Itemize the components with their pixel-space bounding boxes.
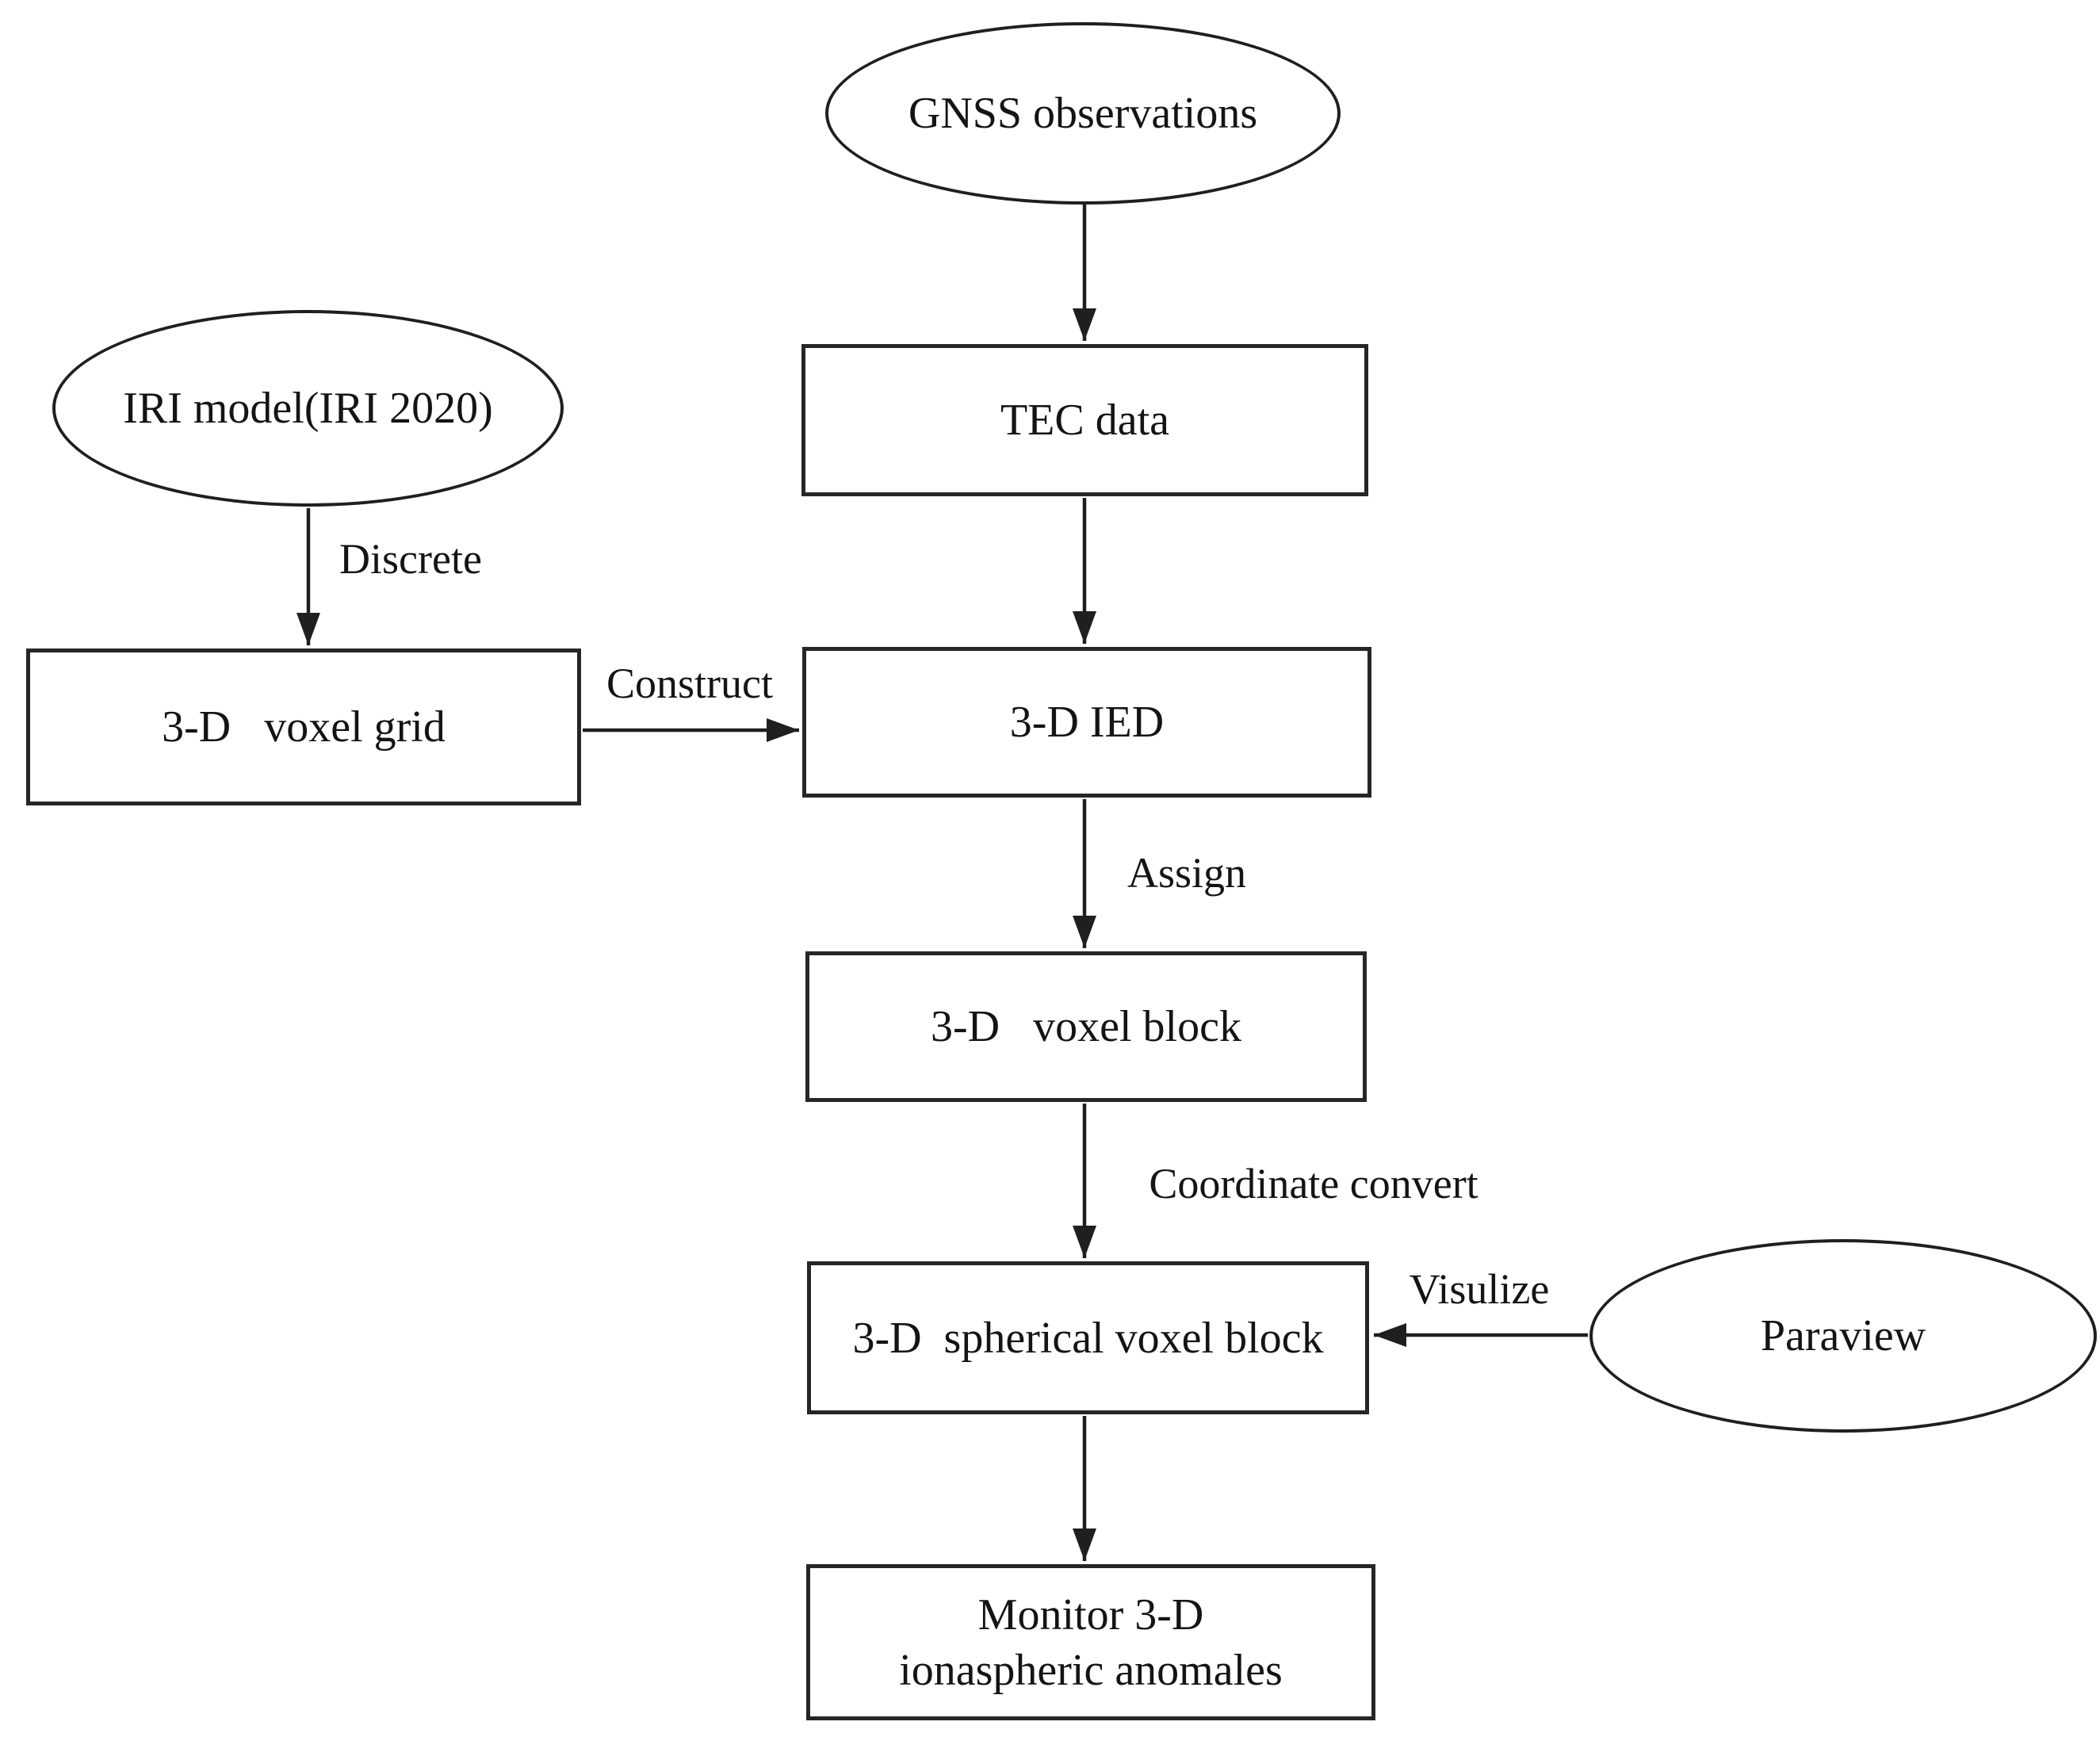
node-voxel-grid: 3-D voxel grid (26, 649, 581, 805)
edge-label-discrete: Discrete (339, 535, 482, 583)
edge-label-assign: Assign (1127, 849, 1247, 897)
node-gnss-observations-label: GNSS observations (908, 89, 1258, 138)
node-voxel-block: 3-D voxel block (805, 951, 1367, 1102)
edge-label-coordinate-convert: Coordinate convert (1149, 1160, 1478, 1207)
node-paraview-label: Paraview (1760, 1311, 1926, 1360)
node-tec-data-label: TEC data (1000, 396, 1170, 445)
node-iri-model-label: IRI model(IRI 2020) (123, 384, 493, 433)
node-voxel-grid-label: 3-D voxel grid (162, 702, 446, 752)
node-tec-data: TEC data (801, 344, 1368, 496)
node-iri-model: IRI model(IRI 2020) (52, 310, 564, 507)
node-spherical-voxel-block: 3-D spherical voxel block (807, 1261, 1369, 1414)
node-paraview: Paraview (1589, 1239, 2097, 1433)
node-ied: 3-D IED (802, 647, 1371, 798)
edge-label-visulize: Visulize (1409, 1265, 1550, 1313)
edge-label-construct: Construct (606, 660, 773, 707)
node-ied-label: 3-D IED (1009, 698, 1165, 747)
node-monitor-anomalies-label: Monitor 3-D ionaspheric anomales (899, 1590, 1283, 1695)
node-monitor-anomalies: Monitor 3-D ionaspheric anomales (806, 1564, 1375, 1720)
node-spherical-voxel-block-label: 3-D spherical voxel block (852, 1313, 1324, 1363)
node-gnss-observations: GNSS observations (825, 22, 1341, 205)
node-voxel-block-label: 3-D voxel block (931, 1002, 1241, 1051)
